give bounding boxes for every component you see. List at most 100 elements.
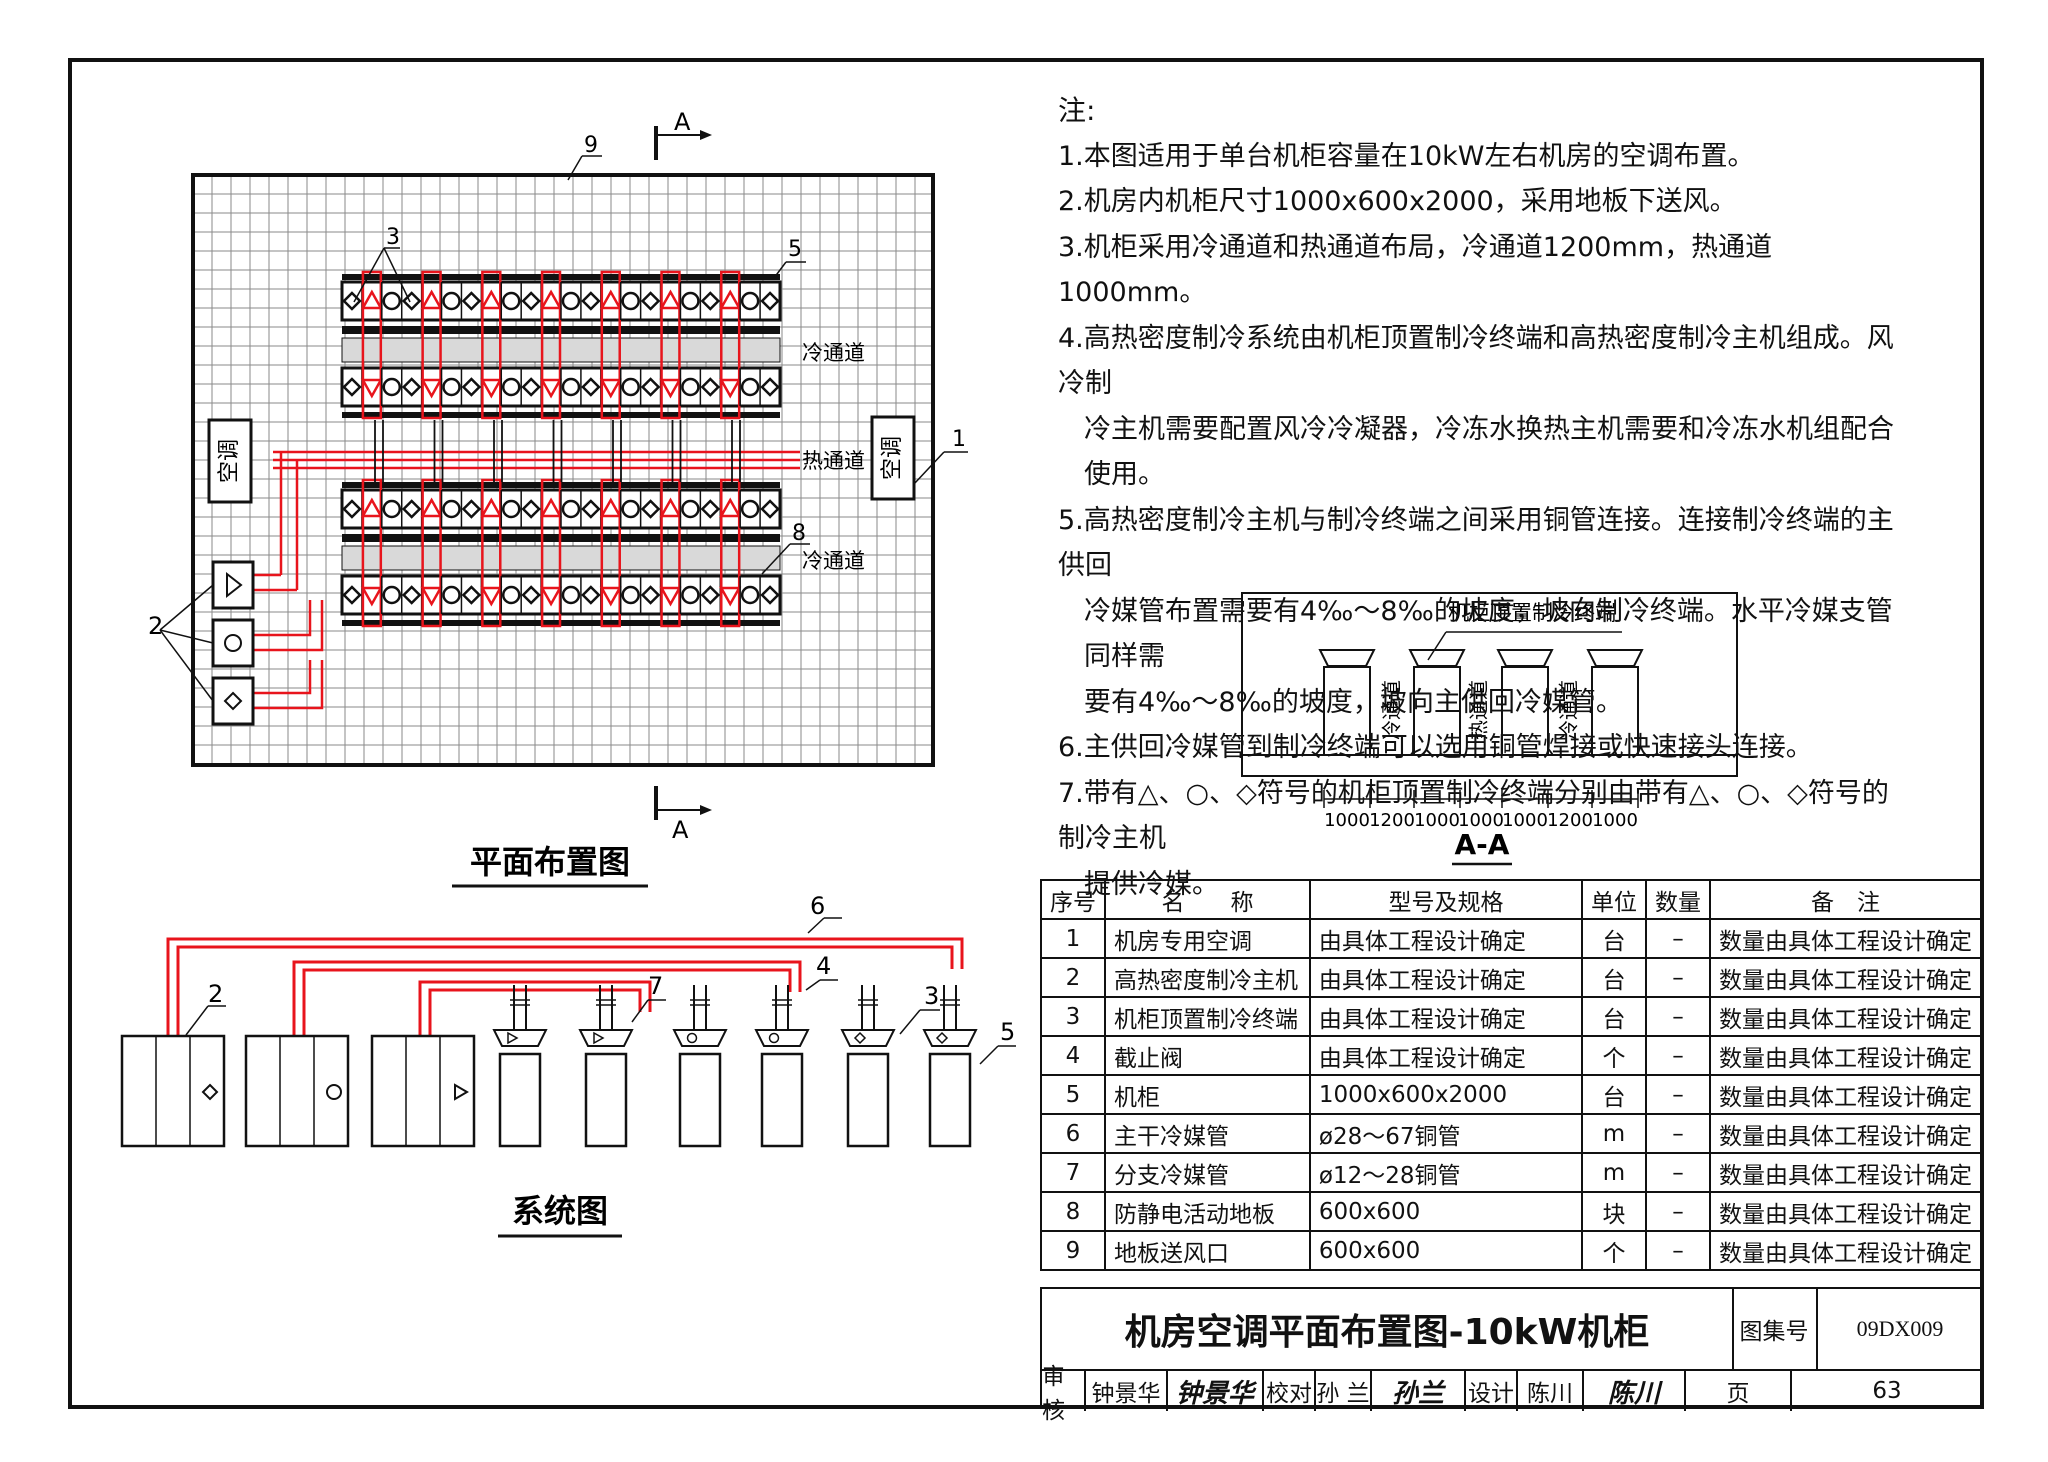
cell-no: 3	[1040, 996, 1106, 1037]
triangle-down-icon	[659, 378, 682, 399]
diamond-icon	[700, 291, 721, 311]
circle-icon	[442, 585, 461, 605]
cell-unit: 个	[1580, 1035, 1647, 1076]
terminal-highlight	[540, 270, 562, 420]
diamond-icon	[342, 377, 362, 397]
room-outline	[191, 173, 935, 767]
cell-unit: 台	[1580, 918, 1647, 959]
circle-icon	[686, 1032, 698, 1044]
triangle-icon	[599, 497, 622, 518]
callout-3: 3	[353, 225, 411, 303]
cell-spec: 由具体工程设计确定	[1308, 957, 1583, 998]
callout-5: 5	[773, 237, 806, 279]
diamond-icon	[700, 585, 721, 605]
diamond-icon	[581, 377, 601, 397]
svg-text:5: 5	[1000, 1018, 1015, 1046]
circle-icon	[501, 291, 521, 311]
cell-unit: m	[1580, 1152, 1647, 1193]
drawing-title: 机房空调平面布置图-10kW机柜	[1042, 1289, 1734, 1369]
circle-icon	[621, 585, 640, 605]
diamond-icon	[760, 377, 780, 397]
circle-icon	[382, 291, 402, 311]
terminal-highlight	[421, 478, 442, 628]
cell-no: 2	[1040, 957, 1106, 998]
diamond-icon	[581, 585, 601, 605]
diamond-icon	[401, 377, 422, 397]
cabinet-body	[846, 1052, 890, 1148]
atlas-number: 09DX009	[1856, 1316, 1944, 1341]
cabinet-terminal	[840, 985, 896, 1148]
cell-name: 主干冷媒管	[1104, 1113, 1311, 1154]
cell-qty: –	[1644, 918, 1712, 959]
triangle-icon	[659, 497, 682, 518]
diamond-icon	[521, 499, 541, 519]
cell-unit: 台	[1580, 1074, 1647, 1115]
design-label: 设计	[1466, 1371, 1518, 1411]
svg-text:5: 5	[788, 237, 802, 262]
cell-spec: 600x600	[1308, 1230, 1583, 1271]
col-header-spec: 型号及规格	[1308, 879, 1583, 920]
title-block: 机房空调平面布置图-10kW机柜 图集号 09DX009 审核 钟景华 钟景华 …	[1040, 1287, 1982, 1424]
triangle-down-icon	[599, 378, 622, 399]
signature-row: 审核 钟景华 钟景华 校对 孙 兰 孙兰 设计 陈川 陈川 页 63	[1042, 1364, 1982, 1424]
circle-icon	[382, 499, 402, 519]
cell-remark: 数量由具体工程设计确定	[1709, 1230, 1982, 1271]
triangle-down-icon	[719, 378, 742, 399]
cell-unit: 台	[1580, 957, 1647, 998]
cell-remark: 数量由具体工程设计确定	[1709, 1074, 1982, 1115]
diamond-icon	[760, 585, 780, 605]
terminal-body	[672, 1029, 728, 1047]
diamond-icon	[700, 377, 721, 397]
section-racks: 冷通道热通道冷通道	[1318, 649, 1644, 756]
diamond-icon	[461, 377, 482, 397]
circle-icon	[501, 377, 521, 397]
terminal-highlight	[361, 478, 383, 628]
aisle-label-hot: 热通道	[802, 449, 865, 473]
terminal-body	[922, 1029, 978, 1047]
cell-name: 截止阀	[1104, 1035, 1311, 1076]
circle-icon	[768, 1032, 780, 1044]
terminal-highlight	[361, 270, 383, 420]
sys-callout-6: 6	[807, 892, 842, 934]
circle-icon	[621, 377, 640, 397]
triangle-icon	[360, 289, 384, 310]
terminal-highlight	[600, 270, 621, 420]
plan-view: 空调 空调 冷通道 热通道 冷通道 9	[148, 108, 968, 888]
atlas-label: 图集号	[1732, 1289, 1818, 1369]
triangle-down-icon	[719, 586, 742, 607]
diamond-icon	[581, 291, 601, 311]
svg-text:2: 2	[148, 612, 163, 640]
triangle-icon	[454, 1083, 469, 1101]
chiller-host	[120, 1034, 226, 1148]
reviewer-name: 钟景华	[1086, 1371, 1168, 1411]
cell-spec: 由具体工程设计确定	[1308, 1035, 1583, 1076]
cell-spec: 1000x600x2000	[1308, 1074, 1583, 1115]
col-header-name: 名 称	[1104, 879, 1311, 920]
triangle-down-icon	[480, 586, 503, 607]
rack-rows	[340, 270, 782, 628]
dimension-value: 1000	[1324, 810, 1370, 831]
cabinet-terminal	[672, 985, 728, 1148]
designer-signature: 陈川	[1584, 1371, 1686, 1411]
sheet-border	[68, 58, 1984, 1409]
main-pipe	[302, 968, 792, 1036]
main-pipe	[166, 937, 964, 1036]
triangle-icon	[507, 1031, 519, 1045]
svg-text:空调: 空调	[217, 439, 242, 483]
note-3-line-1: 3.机柜采用冷通道和热通道布局，冷通道1200mm，热通道1000mm。	[1058, 231, 1773, 309]
terminal-body	[492, 1029, 548, 1047]
cell-spec: 600x600	[1308, 1191, 1583, 1232]
cell-remark: 数量由具体工程设计确定	[1709, 1113, 1982, 1154]
cabinet-terminal	[754, 985, 810, 1148]
dimension-value: 1000	[1414, 810, 1460, 831]
diamond-icon	[581, 499, 601, 519]
terminal-highlight	[421, 270, 442, 420]
